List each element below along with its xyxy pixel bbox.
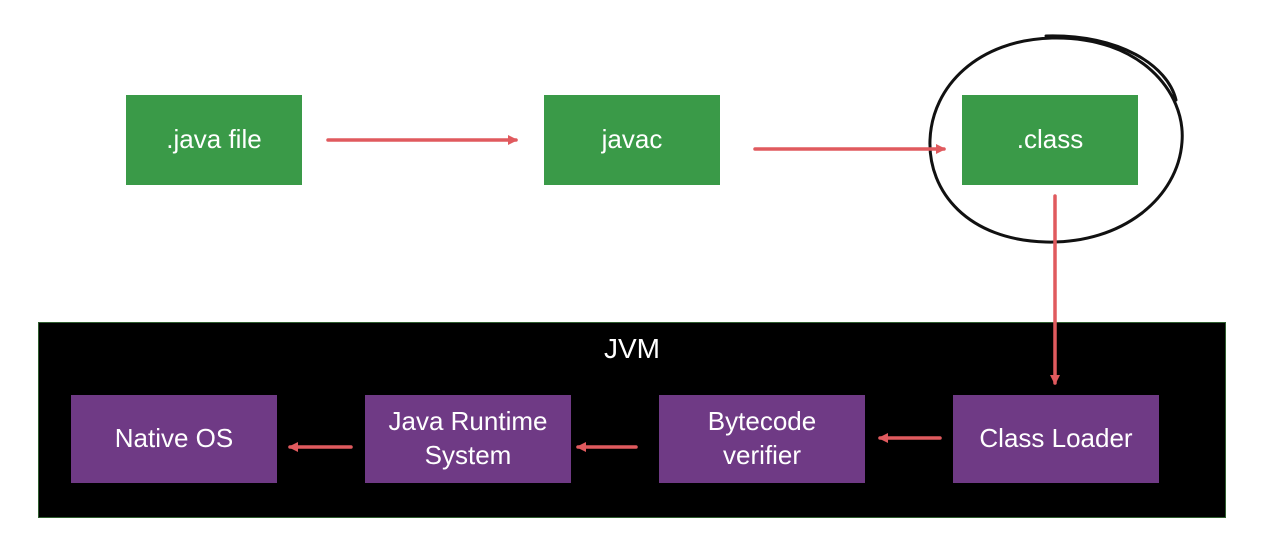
class-loader-label: Class Loader [979, 423, 1133, 454]
class-file-label: .class [1016, 124, 1084, 155]
javac-label: javac [601, 124, 663, 155]
javac-box: javac [544, 95, 720, 185]
runtime-system-box: Java Runtime System [365, 395, 571, 483]
runtime-system-label: Java Runtime System [388, 406, 548, 470]
native-os-label: Native OS [114, 423, 234, 454]
bytecode-verifier-label: Bytecode verifier [707, 406, 817, 470]
jvm-title: JVM [604, 333, 660, 364]
class-file-box: .class [962, 95, 1138, 185]
native-os-box: Native OS [71, 395, 277, 483]
java-file-box: .java file [126, 95, 302, 185]
bytecode-verifier-box: Bytecode verifier [659, 395, 865, 483]
class-loader-box: Class Loader [953, 395, 1159, 483]
java-file-label: .java file [166, 124, 262, 155]
